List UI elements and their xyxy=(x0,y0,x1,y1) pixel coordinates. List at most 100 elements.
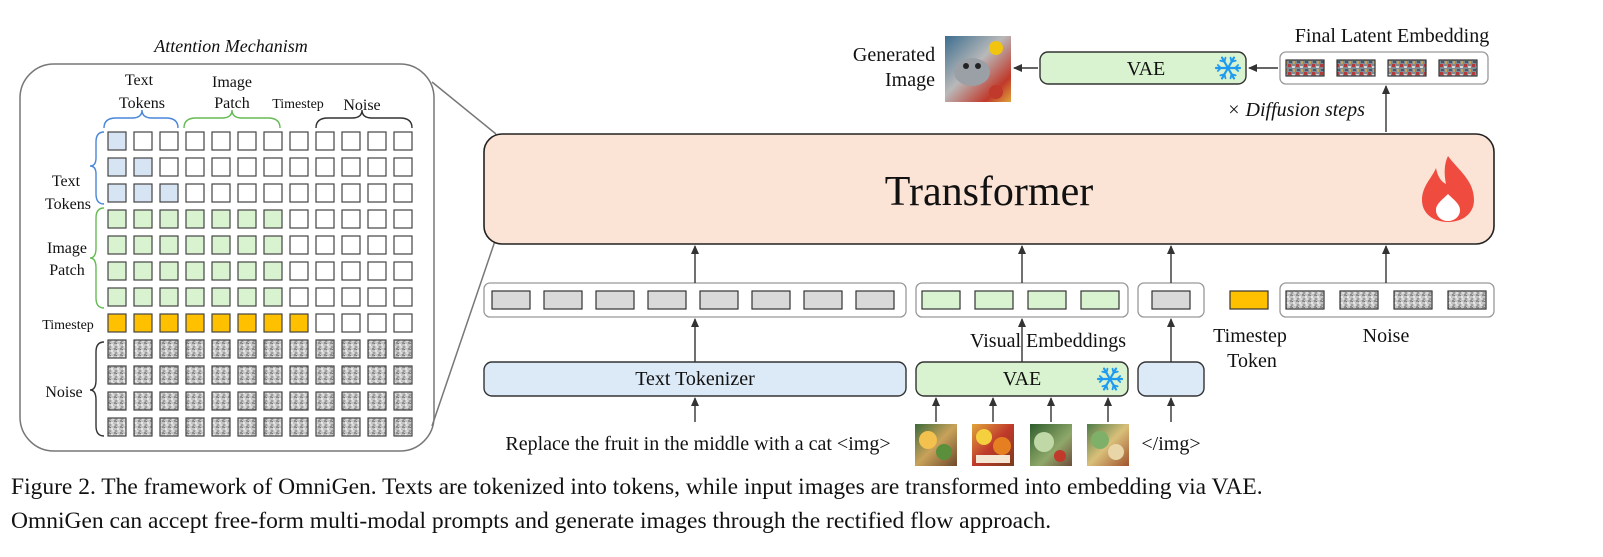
attention-cell xyxy=(367,131,387,151)
col-label-noise: Noise xyxy=(343,97,380,114)
attention-cell xyxy=(315,365,335,385)
zoom-line-top xyxy=(431,81,497,135)
attention-cell xyxy=(107,235,127,255)
attention-cell xyxy=(107,391,127,411)
prompt-text: Replace the fruit in the middle with a c… xyxy=(505,433,890,455)
attention-cell xyxy=(159,209,179,229)
attention-cell xyxy=(341,313,361,333)
generated-image-label-2: Image xyxy=(885,69,935,91)
final-latent-cell xyxy=(1438,59,1478,77)
attention-cell xyxy=(289,131,309,151)
final-latent-label: Final Latent Embedding xyxy=(1295,25,1489,47)
text-token-cell xyxy=(543,290,583,310)
attention-cell xyxy=(211,209,231,229)
visual-embedding-cell xyxy=(1027,290,1067,310)
attention-cell xyxy=(367,417,387,437)
vae-output-block xyxy=(1039,51,1247,85)
attention-cell xyxy=(237,365,257,385)
attention-cell xyxy=(159,365,179,385)
text-token-cell xyxy=(751,290,791,310)
attention-cell xyxy=(159,391,179,411)
attention-cell xyxy=(263,157,283,177)
text-token-cell xyxy=(803,290,843,310)
text-token-cell xyxy=(595,290,635,310)
attention-cell xyxy=(107,183,127,203)
attention-cell xyxy=(133,209,153,229)
attention-cell xyxy=(289,261,309,281)
attention-cell xyxy=(133,157,153,177)
attention-cell xyxy=(211,391,231,411)
text-token-cell xyxy=(699,290,739,310)
attention-cell xyxy=(289,209,309,229)
attention-cell xyxy=(263,313,283,333)
attention-cell xyxy=(185,391,205,411)
attention-cell xyxy=(185,157,205,177)
attention-cell xyxy=(211,131,231,151)
attention-cell xyxy=(107,261,127,281)
noise-token-cell xyxy=(1393,290,1433,310)
attention-cell xyxy=(367,235,387,255)
visual-embedding-cell xyxy=(921,290,961,310)
attention-cell xyxy=(185,183,205,203)
final-latent-cell xyxy=(1285,59,1325,77)
attention-cell xyxy=(315,209,335,229)
attention-cell xyxy=(237,339,257,359)
attention-cell xyxy=(341,209,361,229)
final-latent-cell xyxy=(1336,59,1376,77)
attention-cell xyxy=(107,365,127,385)
attention-cell xyxy=(211,313,231,333)
attention-cell xyxy=(263,261,283,281)
attention-cell xyxy=(263,287,283,307)
attention-cell xyxy=(107,131,127,151)
text-tokenizer-label: Text Tokenizer xyxy=(635,368,755,390)
attention-cell xyxy=(159,157,179,177)
col-label-image-patch-2: Patch xyxy=(214,95,250,112)
timestep-token-label-2: Token xyxy=(1227,350,1277,372)
final-latent-cells xyxy=(1285,59,1478,77)
attention-cell xyxy=(367,261,387,281)
vae-input-label: VAE xyxy=(1003,368,1042,390)
text-token-cell xyxy=(647,290,687,310)
timestep-token-label-1: Timestep xyxy=(1213,325,1287,347)
attention-cell xyxy=(211,417,231,437)
attention-cell xyxy=(211,183,231,203)
attention-cell xyxy=(341,391,361,411)
attention-cell xyxy=(133,261,153,281)
attention-cell xyxy=(289,339,309,359)
transformer-label: Transformer xyxy=(885,169,1093,215)
attention-cell xyxy=(133,417,153,437)
attention-cell xyxy=(159,183,179,203)
attention-cell xyxy=(237,417,257,437)
attention-cell xyxy=(237,287,257,307)
attention-cell xyxy=(263,209,283,229)
attention-cell xyxy=(159,417,179,437)
attention-cell xyxy=(341,287,361,307)
attention-cell xyxy=(133,313,153,333)
row-brace-noise xyxy=(89,341,105,437)
attention-cell xyxy=(367,209,387,229)
attention-cell xyxy=(159,287,179,307)
attention-cell xyxy=(315,417,335,437)
diffusion-steps-label: × Diffusion steps xyxy=(1227,99,1365,121)
attention-cell xyxy=(341,365,361,385)
attention-cell xyxy=(289,183,309,203)
attention-cell xyxy=(107,287,127,307)
attention-cell xyxy=(315,157,335,177)
end-token-cell xyxy=(1151,290,1191,310)
attention-cell xyxy=(367,365,387,385)
attention-cell xyxy=(237,209,257,229)
attention-cell xyxy=(133,287,153,307)
attention-cell xyxy=(185,339,205,359)
attention-cell xyxy=(159,235,179,255)
col-brace-image-patch xyxy=(183,109,281,129)
attention-cell xyxy=(237,235,257,255)
attention-cell xyxy=(263,339,283,359)
row-label-image-patch-1: Image xyxy=(47,240,87,257)
input-image-4 xyxy=(1087,424,1129,466)
caption-line-2: OmniGen can accept free-form multi-modal… xyxy=(11,508,1052,534)
noise-token-cell xyxy=(1447,290,1487,310)
attention-cell xyxy=(133,391,153,411)
noise-token-group xyxy=(1279,282,1495,318)
attention-cell xyxy=(393,261,413,281)
attention-cell xyxy=(393,131,413,151)
